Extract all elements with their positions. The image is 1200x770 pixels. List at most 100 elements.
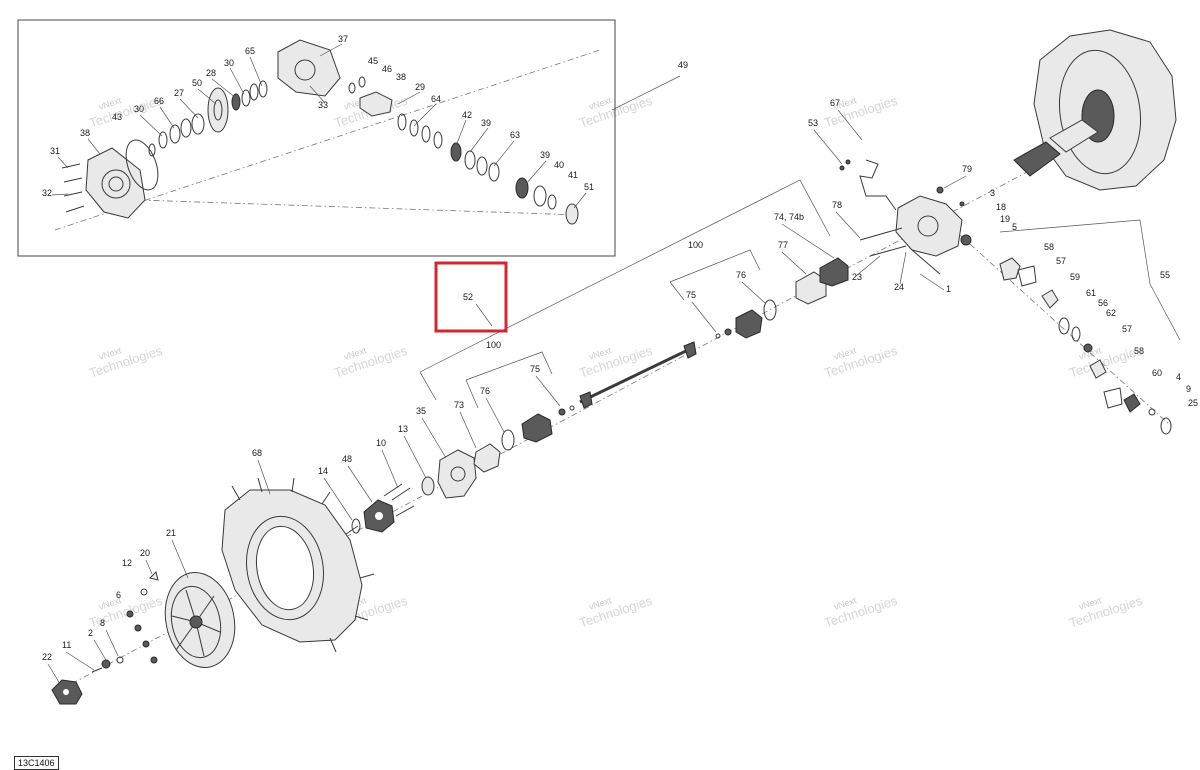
- callout-label[interactable]: 5: [1012, 222, 1017, 232]
- callout-label[interactable]: 45: [368, 56, 378, 66]
- callout-label[interactable]: 100: [688, 240, 703, 250]
- callout-label[interactable]: 58: [1134, 346, 1144, 356]
- watermark: vNext Technologies: [577, 93, 654, 131]
- callout-label[interactable]: 29: [415, 82, 425, 92]
- callout-label[interactable]: 65: [245, 46, 255, 56]
- callout-label[interactable]: 62: [1106, 308, 1116, 318]
- callout-label[interactable]: 100: [486, 340, 501, 350]
- callout-label[interactable]: 8: [100, 618, 105, 628]
- svg-text:Technologies: Technologies: [577, 343, 654, 381]
- watermark: vNext Technologies: [87, 593, 164, 631]
- highlight-box-52[interactable]: [434, 261, 508, 333]
- callout-label[interactable]: 9: [1186, 384, 1191, 394]
- callout-label[interactable]: 2: [88, 628, 93, 638]
- callout-label[interactable]: 49: [678, 60, 688, 70]
- callout-label[interactable]: 55: [1160, 270, 1170, 280]
- callout-label[interactable]: 11: [62, 640, 71, 650]
- callout-label[interactable]: 38: [396, 72, 406, 82]
- diagram-reference-code: 13C1406: [14, 756, 59, 770]
- callout-label[interactable]: 37: [338, 34, 348, 44]
- callout-label[interactable]: 30: [134, 104, 144, 114]
- callout-label[interactable]: 56: [1098, 298, 1108, 308]
- hub-48: [351, 483, 415, 534]
- callout-label[interactable]: 66: [154, 96, 164, 106]
- svg-text:Technologies: Technologies: [822, 593, 899, 631]
- watermark: vNext Technologies: [822, 343, 899, 381]
- svg-text:Technologies: Technologies: [87, 93, 164, 131]
- callout-label[interactable]: 30: [224, 58, 234, 68]
- callout-label[interactable]: 57: [1056, 256, 1066, 266]
- callout-label[interactable]: 6: [116, 590, 121, 600]
- callout-label[interactable]: 74, 74b: [774, 212, 804, 222]
- callout-label[interactable]: 76: [480, 386, 490, 396]
- callout-label[interactable]: 25: [1188, 398, 1198, 408]
- callout-label[interactable]: 41: [568, 170, 578, 180]
- callout-label[interactable]: 78: [832, 200, 842, 210]
- callout-label[interactable]: 67: [830, 98, 840, 108]
- vent-hose-67: [839, 159, 897, 211]
- watermark: vNext Technologies: [1067, 593, 1144, 631]
- svg-text:Technologies: Technologies: [1067, 343, 1144, 381]
- callout-label[interactable]: 33: [318, 100, 328, 110]
- callout-label[interactable]: 75: [530, 364, 540, 374]
- callout-label[interactable]: 24: [894, 282, 904, 292]
- callout-52[interactable]: 52: [463, 292, 473, 302]
- watermark: vNext Technologies: [332, 343, 409, 381]
- callout-label[interactable]: 58: [1044, 242, 1054, 252]
- callout-label[interactable]: 38: [80, 128, 90, 138]
- callout-label[interactable]: 14: [318, 466, 328, 476]
- ring-gear: [207, 87, 229, 133]
- callout-label[interactable]: 19: [1000, 214, 1010, 224]
- callout-label[interactable]: 40: [554, 160, 564, 170]
- callout-label[interactable]: 20: [140, 548, 150, 558]
- callout-label[interactable]: 51: [584, 182, 594, 192]
- callout-label[interactable]: 53: [808, 118, 818, 128]
- callout-label[interactable]: 39: [481, 118, 491, 128]
- diff-cover: [85, 147, 146, 219]
- callout-label[interactable]: 35: [416, 406, 426, 416]
- callout-label[interactable]: 75: [686, 290, 696, 300]
- callout-label[interactable]: 39: [540, 150, 550, 160]
- callout-label[interactable]: 42: [462, 110, 472, 120]
- svg-text:Technologies: Technologies: [332, 343, 409, 381]
- callout-label[interactable]: 68: [252, 448, 262, 458]
- callout-label[interactable]: 73: [454, 400, 464, 410]
- callout-label[interactable]: 48: [342, 454, 352, 464]
- callout-label[interactable]: 60: [1152, 368, 1162, 378]
- watermark: vNext Technologies: [87, 343, 164, 381]
- callout-label[interactable]: 46: [382, 64, 392, 74]
- callout-label[interactable]: 4: [1176, 372, 1181, 382]
- tire-68: [221, 477, 375, 653]
- callout-label[interactable]: 79: [962, 164, 972, 174]
- group-brackets: [419, 75, 1181, 409]
- callout-label[interactable]: 21: [166, 528, 176, 538]
- callout-label[interactable]: 18: [996, 202, 1006, 212]
- callout-leaders: [47, 43, 967, 685]
- callout-label[interactable]: 77: [778, 240, 788, 250]
- callout-label[interactable]: 64: [431, 94, 441, 104]
- callouts: 37 65 30 28 50 27 66 30 43 38 31 32 33 4…: [42, 34, 1198, 662]
- callout-label[interactable]: 43: [112, 112, 122, 122]
- callout-label[interactable]: 63: [510, 130, 520, 140]
- inset-parts: [54, 39, 601, 231]
- callout-label[interactable]: 23: [852, 272, 862, 282]
- washers-stack: [148, 113, 205, 157]
- callout-label[interactable]: 12: [122, 558, 132, 568]
- rim-21: [164, 572, 236, 668]
- callout-label[interactable]: 22: [42, 652, 52, 662]
- callout-label[interactable]: 59: [1070, 272, 1080, 282]
- callout-label[interactable]: 76: [736, 270, 746, 280]
- callout-label[interactable]: 1: [946, 284, 951, 294]
- callout-label[interactable]: 31: [50, 146, 60, 156]
- callout-label[interactable]: 28: [206, 68, 216, 78]
- callout-label[interactable]: 61: [1086, 288, 1096, 298]
- watermark: vNext Technologies: [87, 93, 164, 131]
- callout-label[interactable]: 27: [174, 88, 184, 98]
- bolts-31: [61, 163, 85, 213]
- callout-label[interactable]: 10: [376, 438, 386, 448]
- callout-label[interactable]: 32: [42, 188, 52, 198]
- callout-label[interactable]: 50: [192, 78, 202, 88]
- callout-label[interactable]: 13: [398, 424, 408, 434]
- callout-label[interactable]: 3: [990, 188, 995, 198]
- callout-label[interactable]: 57: [1122, 324, 1132, 334]
